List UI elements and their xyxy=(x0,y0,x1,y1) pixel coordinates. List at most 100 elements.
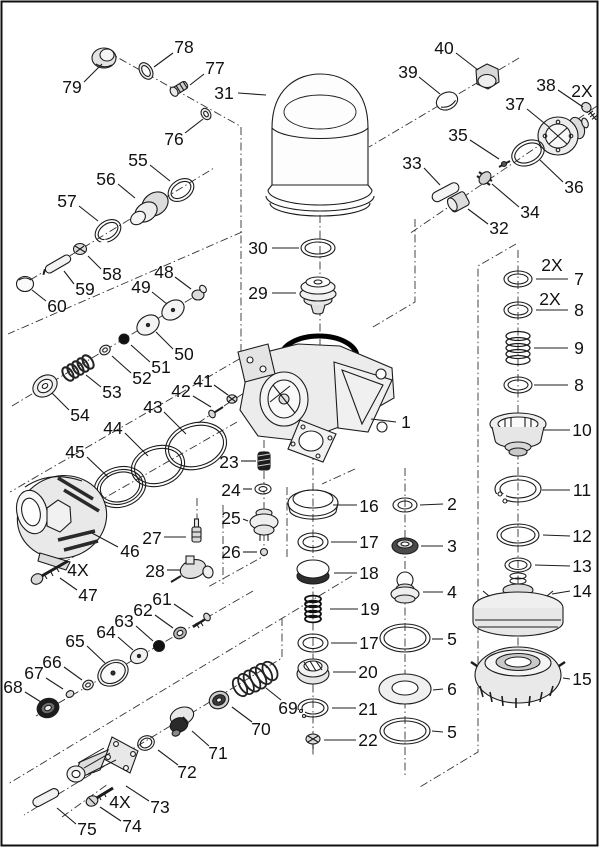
leader-line-54 xyxy=(51,392,70,411)
part-8-oring-upper xyxy=(503,301,533,319)
part-49-diaphragm xyxy=(161,299,185,321)
leader-line-73 xyxy=(125,785,150,802)
leader-line-25 xyxy=(242,518,249,522)
callout-label-23-39: 23 xyxy=(219,452,238,472)
leader-line-63 xyxy=(135,625,154,642)
leader-line-64 xyxy=(117,636,134,651)
part-28-fitting xyxy=(170,555,214,583)
callout-label-70-80: 70 xyxy=(251,719,271,739)
callout-label-17-49: 17 xyxy=(359,633,378,653)
callout-label-61-71: 61 xyxy=(152,589,171,609)
callout-label-38-7: 38 xyxy=(536,75,555,95)
part-26-pin xyxy=(259,547,269,557)
callout-label-2X-8: 2X xyxy=(571,81,593,101)
leader-line-59 xyxy=(63,270,75,285)
callout-label-26-42: 26 xyxy=(221,542,240,562)
leader-line-12 xyxy=(542,534,571,537)
callout-label-56-16: 56 xyxy=(96,169,115,189)
axis-plug-40 xyxy=(368,57,520,148)
callout-label-76-3: 76 xyxy=(164,129,183,149)
callout-label-4X-37: 4X xyxy=(67,560,89,580)
callout-label-15-70: 15 xyxy=(572,669,591,689)
part-74-cap-screw xyxy=(85,786,114,807)
callout-label-9-63: 9 xyxy=(574,338,584,358)
part-23-spring xyxy=(257,451,271,471)
leader-line-55 xyxy=(149,164,171,182)
boundary-body-bottom xyxy=(321,468,356,485)
leader-line-47 xyxy=(59,577,78,591)
part-43-oring xyxy=(164,421,228,471)
callout-label-2X-61: 2X xyxy=(539,289,561,309)
leader-line-34 xyxy=(491,183,520,208)
callout-label-21-51: 21 xyxy=(358,699,377,719)
leader-line-35 xyxy=(469,139,500,160)
leader-line-40 xyxy=(455,52,479,71)
callout-label-37-9: 37 xyxy=(505,94,524,114)
leader-line-51 xyxy=(130,344,151,363)
leader-line-75 xyxy=(56,807,77,825)
callout-label-33-12: 33 xyxy=(402,153,421,173)
part-42-screw xyxy=(208,406,224,419)
part-52-washer xyxy=(99,344,111,356)
leader-line-56 xyxy=(117,183,136,199)
part-46-cover-casting xyxy=(15,475,108,571)
leader-line-13 xyxy=(534,564,571,567)
callout-label-20-50: 20 xyxy=(358,662,378,682)
part-39-oring xyxy=(435,91,459,111)
callout-label-4-55: 4 xyxy=(447,582,457,602)
part-11-snap-ring xyxy=(494,475,542,504)
callout-label-17-46: 17 xyxy=(359,532,378,552)
part-5-oring-lower xyxy=(379,717,431,745)
part-64-disc xyxy=(129,647,149,665)
callout-label-44-34: 44 xyxy=(103,418,123,438)
part-8-oring-lower xyxy=(503,376,533,394)
callout-label-40-5: 40 xyxy=(434,38,454,58)
callout-label-41-31: 41 xyxy=(193,371,212,391)
part-62-grommet xyxy=(173,626,187,640)
leader-line-67 xyxy=(45,677,64,690)
part-48-valve-stem xyxy=(191,284,207,301)
part-18-piston xyxy=(296,559,330,585)
callout-label-45-35: 45 xyxy=(65,442,84,462)
callout-label-51-24: 51 xyxy=(151,357,170,377)
leader-line-77 xyxy=(189,73,205,86)
leader-line-5 xyxy=(431,730,444,733)
callout-label-43-33: 43 xyxy=(143,397,162,417)
callout-label-13-68: 13 xyxy=(572,556,591,576)
leader-line-42 xyxy=(192,395,212,408)
part-65-diaphragm-disc xyxy=(97,659,129,687)
callout-label-63-73: 63 xyxy=(114,611,133,631)
callout-label-48-21: 48 xyxy=(154,262,173,282)
leader-line-70 xyxy=(231,706,253,723)
callout-label-59-19: 59 xyxy=(75,279,94,299)
part-19-spring xyxy=(304,594,322,624)
boundary-bottom-left-group xyxy=(7,575,353,785)
callout-label-6-57: 6 xyxy=(447,679,457,699)
callout-label-12-67: 12 xyxy=(572,526,591,546)
callout-label-77-2: 77 xyxy=(205,58,224,78)
part-59-heater-element xyxy=(42,254,72,275)
callout-label-65-75: 65 xyxy=(65,631,84,651)
callout-label-58-18: 58 xyxy=(102,264,121,284)
leader-line-33 xyxy=(423,167,441,186)
callout-label-52-25: 52 xyxy=(132,368,151,388)
part-36-oring xyxy=(511,139,545,167)
leader-line-14 xyxy=(551,590,571,595)
part-35-screw xyxy=(498,160,511,168)
part-22-nut xyxy=(305,733,321,749)
axis-bolt-74 xyxy=(61,783,109,818)
leader-line-65 xyxy=(86,645,106,664)
part-15-knurled-cap xyxy=(470,646,566,708)
callout-label-16-45: 16 xyxy=(359,496,378,516)
part-3-grommet xyxy=(391,537,419,555)
part-61-screw xyxy=(192,612,211,629)
part-12-oring xyxy=(496,523,540,547)
part-50-diaphragm xyxy=(136,314,160,336)
callout-label-53-26: 53 xyxy=(102,382,121,402)
part-13-oring xyxy=(504,557,532,573)
part-2-washer xyxy=(392,497,418,513)
part-40-hex-plug xyxy=(475,63,500,90)
callout-label-42-32: 42 xyxy=(171,381,190,401)
